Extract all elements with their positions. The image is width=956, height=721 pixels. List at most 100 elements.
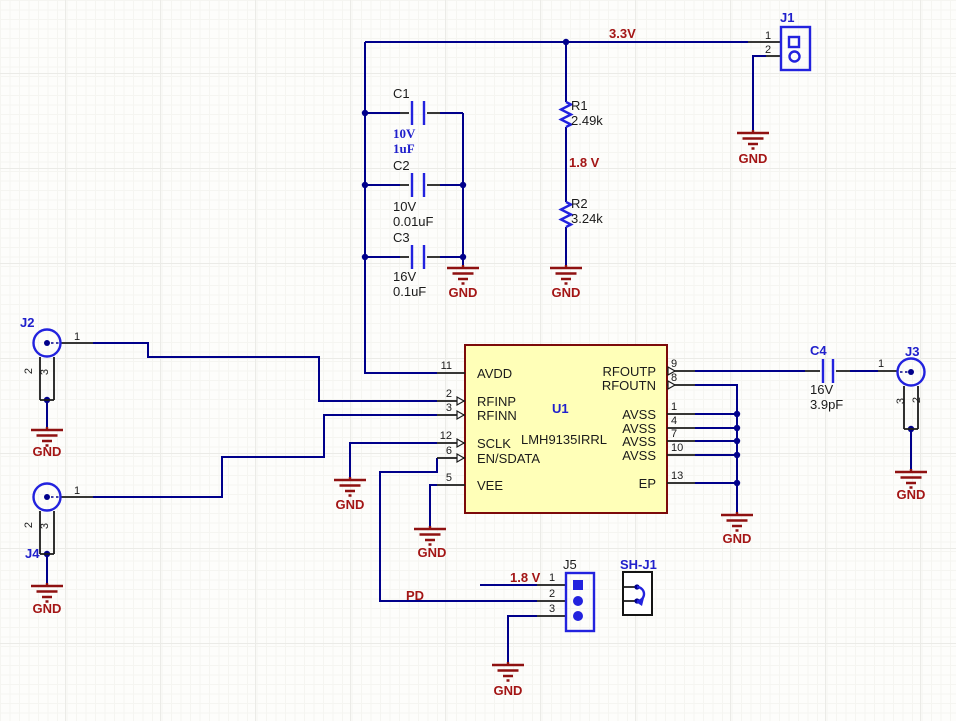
wire-ensdata-pd[interactable] [379,458,537,602]
c4-voltage[interactable]: 16V [810,382,833,397]
component-j2[interactable]: J2 1 2 3 [20,315,93,401]
gnd-symbol[interactable] [893,467,929,489]
j2-pin-stubs [39,342,93,401]
wire-3v3-to-avdd[interactable] [364,42,437,374]
net-label-pd[interactable]: PD [406,588,424,603]
pin-number: 9 [671,358,677,370]
gnd-symbol[interactable] [29,581,65,603]
gnd-label[interactable]: GND [33,601,62,616]
component-j3[interactable]: J3 1 3 2 [878,344,926,430]
wire-j1-pin2-gnd[interactable] [752,55,766,130]
junction-dot [562,38,570,46]
component-j5[interactable]: J5 1 2 3 [537,557,596,633]
gnd-symbol[interactable] [445,263,481,285]
component-c4[interactable]: C4 16V 3.9pF [805,343,850,412]
gnd-label[interactable]: GND [449,285,478,300]
c1-voltage[interactable]: 10V [393,126,416,141]
gnd-label[interactable]: GND [552,285,581,300]
shj1-arc-arrow [636,598,644,606]
gnd-symbol[interactable] [735,128,771,150]
component-c2[interactable]: C2 10V 0.01uF [393,158,440,229]
j3-center-pin [908,369,914,375]
component-j1[interactable]: J1 1 2 [748,10,812,72]
pin-number: 3 [895,398,907,404]
pin-arrow-icon [667,379,677,391]
c1-designator[interactable]: C1 [393,86,410,101]
pin-number: 1 [74,485,80,497]
wire-j4-to-rfinn[interactable] [93,414,437,498]
c2-voltage[interactable]: 10V [393,199,416,214]
r2-value[interactable]: 3.24k [571,211,603,226]
r1-value[interactable]: 2.49k [571,113,603,128]
component-shj1[interactable]: SH-J1 [620,557,657,616]
c3-designator[interactable]: C3 [393,230,410,245]
gnd-symbol[interactable] [548,263,584,285]
junction-dot [733,410,741,418]
shj1-designator[interactable]: SH-J1 [620,557,657,572]
component-c1[interactable]: C1 10V 1uF [393,86,440,156]
c2-designator[interactable]: C2 [393,158,410,173]
j1-designator[interactable]: J1 [780,10,794,25]
gnd-symbol[interactable] [490,660,526,682]
resistor-symbol [558,100,574,129]
component-c3[interactable]: C3 16V 0.1uF [393,230,440,299]
j1-pad-round [788,50,801,63]
j1-body [779,25,812,72]
net-label-3v3[interactable]: 3.3V [609,26,636,41]
component-j4[interactable]: J4 1 2 3 [23,482,93,562]
net-label-1v8-divider[interactable]: 1.8 V [569,155,600,170]
j5-pad-square [573,580,583,590]
j4-designator[interactable]: J4 [25,546,40,561]
j5-pad-round [573,611,583,621]
gnd-label[interactable]: GND [723,531,752,546]
pin-number: 10 [671,442,683,454]
pin-name-ep: EP [639,476,656,491]
c3-voltage[interactable]: 16V [393,269,416,284]
r2-designator[interactable]: R2 [571,196,588,211]
gnd-symbol[interactable] [332,475,368,497]
c1-value[interactable]: 1uF [393,141,415,156]
component-r2[interactable]: R2 3.24k [558,196,603,229]
gnd-symbol[interactable] [719,510,755,532]
gnd-label[interactable]: GND [33,444,62,459]
pin-name-rfoutn: RFOUTN [602,378,656,393]
wire-j2-to-rfinp[interactable] [93,342,437,402]
wire-sclk-gnd[interactable] [349,442,437,477]
c4-value[interactable]: 3.9pF [810,397,843,412]
capacitor-symbol [410,173,426,197]
pin-number: 1 [671,401,677,413]
pin-number: 1 [765,30,771,42]
wire-vee-gnd[interactable] [429,484,437,526]
component-r1[interactable]: R1 2.49k [558,98,603,129]
pin-number: 11 [441,360,452,372]
ic-body [464,344,668,514]
c2-value[interactable]: 0.01uF [393,214,434,229]
gnd-label[interactable]: GND [336,497,365,512]
capacitor-symbol [821,359,835,383]
pin-number: 8 [671,372,677,384]
pin-arrow-icon [456,452,466,464]
net-label-1v8-j5[interactable]: 1.8 V [510,570,541,585]
gnd-label[interactable]: GND [494,683,523,698]
j3-designator[interactable]: J3 [905,344,919,359]
pin-number: 7 [671,428,677,440]
j5-designator[interactable]: J5 [563,557,577,572]
gnd-symbol[interactable] [412,524,448,546]
c4-designator[interactable]: C4 [810,343,827,358]
pin-arrow-icon [456,395,466,407]
c3-value[interactable]: 0.1uF [393,284,426,299]
gnd-label[interactable]: GND [897,487,926,502]
u1-designator[interactable]: U1 [552,401,569,416]
gnd-label[interactable]: GND [418,545,447,560]
capacitor-symbol [410,101,426,125]
pin-number: 2 [911,397,923,403]
r1-designator[interactable]: R1 [571,98,588,113]
gnd-symbol[interactable] [29,425,65,447]
u1-part-number[interactable]: LMH9135IRRL [521,432,607,447]
pin-number: 12 [440,430,452,442]
wire-j5-pin3-gnd[interactable] [507,615,537,662]
j2-designator[interactable]: J2 [20,315,34,330]
wire-avss-bus[interactable] [695,384,738,512]
component-u1[interactable]: 11 2 3 12 6 5 9 8 1 4 7 10 13 AVDD RFINP… [437,344,695,514]
gnd-label[interactable]: GND [739,151,768,166]
